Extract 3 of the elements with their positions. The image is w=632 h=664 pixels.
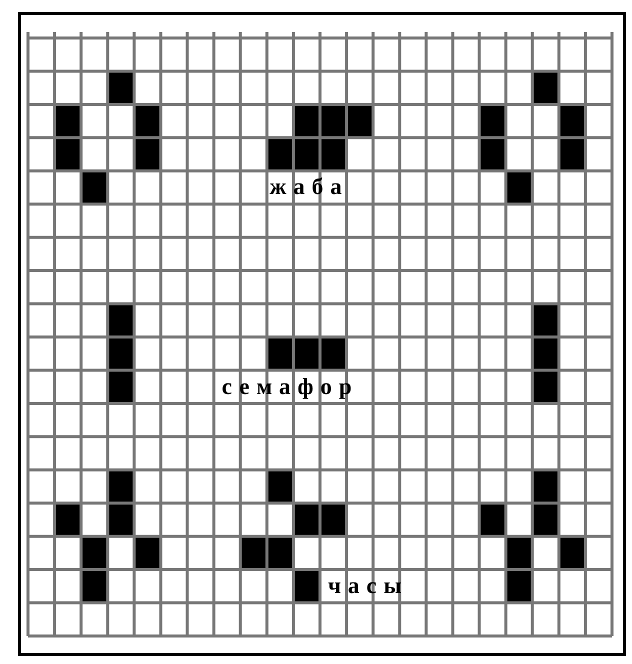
pattern-label: жаба (270, 174, 349, 200)
pattern-label: семафор (222, 374, 359, 400)
pattern-label: часы (328, 572, 409, 599)
